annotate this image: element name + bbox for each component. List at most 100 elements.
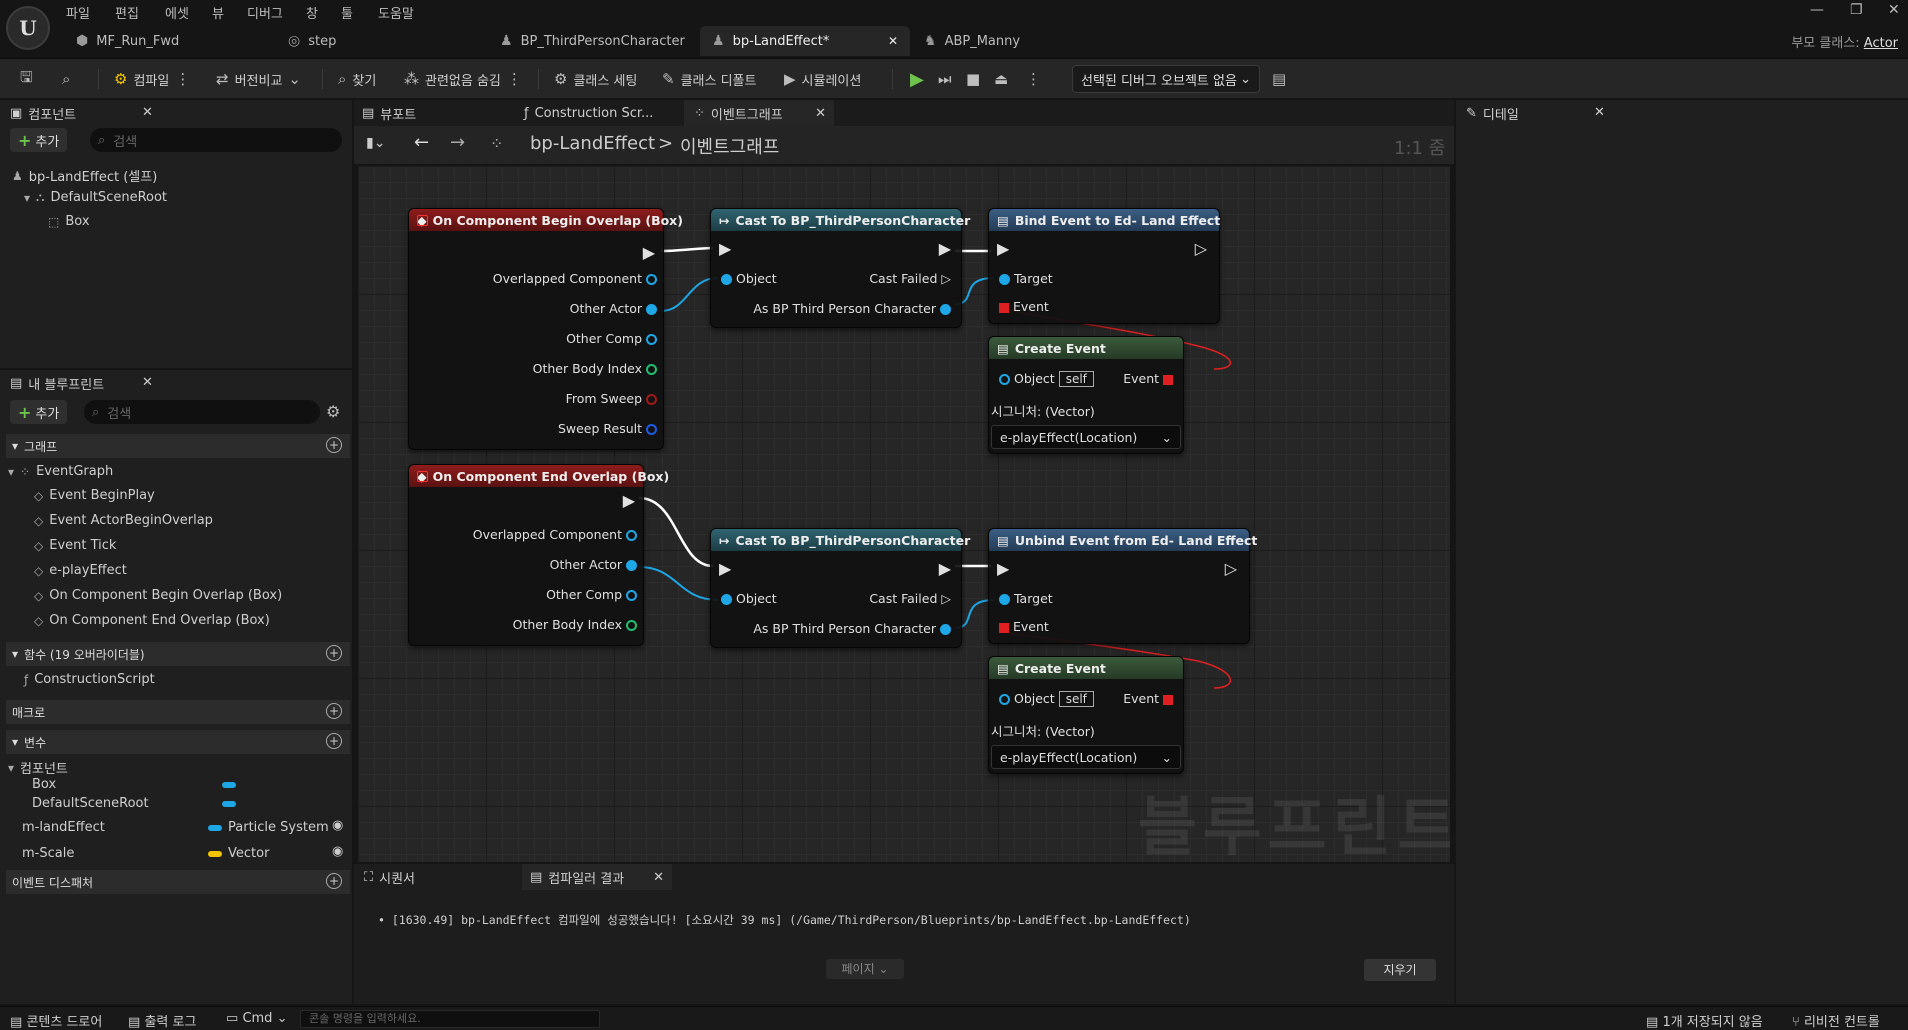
component-root[interactable]: ♟bp-LandEffect (셀프) (12, 166, 157, 186)
tab-abp-manny[interactable]: ♞ABP_Manny (912, 26, 1032, 56)
blueprint-search-input[interactable]: ⌕검색 (84, 400, 320, 424)
pin-overlapped-component[interactable]: Overlapped Component (473, 527, 637, 542)
node-unbind-event[interactable]: ▤Unbind Event from Ed- Land Effect ▶ ▷ T… (988, 528, 1257, 644)
hide-unrelated-button[interactable]: ⁂관련없음 숨김⋮ (398, 67, 528, 91)
tab-viewport[interactable]: ▤뷰포트 (362, 100, 416, 126)
console-input[interactable]: 콘솔 명령을 입력하세요. (300, 1010, 600, 1028)
find-button[interactable]: ⌕찾기 (332, 67, 382, 91)
pin-cast-failed[interactable]: Cast Failed ▷ (869, 271, 951, 286)
macros-section[interactable]: 매크로+ (6, 700, 350, 724)
event-item[interactable]: ◇On Component End Overlap (Box) (34, 613, 270, 628)
close-icon[interactable]: ✕ (653, 869, 664, 885)
dispatchers-section[interactable]: 이벤트 디스패처+ (6, 870, 350, 894)
play-options-button[interactable]: ⋮ (1020, 67, 1047, 91)
pin-event[interactable]: Event (999, 619, 1049, 634)
event-item[interactable]: ◇Event BeginPlay (34, 488, 155, 503)
pin-other-comp[interactable]: Other Comp (566, 331, 657, 346)
forward-arrow-icon[interactable]: → (450, 132, 466, 153)
pin-from-sweep[interactable]: From Sweep (566, 391, 657, 406)
compile-button[interactable]: ⚙컴파일⋮ (108, 67, 196, 91)
components-group[interactable]: ▾컴포넌트 (8, 758, 68, 778)
node-begin-overlap[interactable]: ◆On Component Begin Overlap (Box) ▶ Over… (408, 208, 683, 450)
self-value[interactable]: self (1058, 371, 1094, 387)
stop-button[interactable]: ■ (960, 67, 986, 91)
event-item[interactable]: ◇On Component Begin Overlap (Box) (34, 588, 282, 603)
pin-event-out[interactable]: Event (1123, 371, 1173, 386)
pin-target[interactable]: Target (999, 271, 1053, 286)
tab-step[interactable]: ◎step (276, 26, 348, 56)
clear-button[interactable]: 지우기 (1364, 959, 1436, 981)
menu-view[interactable]: 뷰 (212, 7, 224, 22)
function-select[interactable]: e-playEffect(Location)⌄ (991, 745, 1181, 769)
menu-edit[interactable]: 편집 (115, 7, 139, 22)
tab-bp-thirdpersoncharacter[interactable]: ♟BP_ThirdPersonCharacter (488, 26, 697, 56)
tab-close-icon[interactable]: ✕ (887, 34, 898, 48)
event-graph-item[interactable]: ▾⁘EventGraph (8, 464, 113, 479)
exec-out-pin-icon[interactable]: ▷ (1224, 559, 1237, 578)
add-macro-icon[interactable]: + (326, 703, 342, 719)
exec-out-pin-icon[interactable]: ▶ (938, 239, 951, 258)
add-dispatcher-icon[interactable]: + (326, 873, 342, 889)
function-select[interactable]: e-playEffect(Location)⌄ (991, 425, 1181, 449)
variable-type[interactable]: Vector (228, 846, 270, 861)
close-icon[interactable]: ✕ (1594, 105, 1605, 120)
pin-as-character[interactable]: As BP Third Person Character (753, 301, 951, 316)
breadcrumb-graph[interactable]: 이벤트그래프 (680, 137, 780, 158)
eye-icon[interactable]: ◉ (332, 818, 344, 833)
event-graph-canvas[interactable]: ◆On Component Begin Overlap (Box) ▶ Over… (358, 166, 1450, 862)
eject-button[interactable]: ⏏ (988, 67, 1014, 91)
pin-other-actor[interactable]: Other Actor (570, 301, 657, 316)
menu-debug[interactable]: 디버그 (247, 7, 283, 22)
close-icon[interactable]: ✕ (142, 375, 153, 390)
add-variable-icon[interactable]: + (326, 733, 342, 749)
play-button[interactable]: ▶ (904, 67, 930, 91)
variable-item[interactable]: m-Scale (22, 846, 74, 861)
components-search-input[interactable]: ⌕검색 (90, 128, 342, 152)
unreal-logo-icon[interactable]: U (6, 6, 50, 50)
menu-file[interactable]: 파일 (66, 7, 90, 22)
eye-icon[interactable]: ◉ (332, 844, 344, 859)
pin-overlapped-component[interactable]: Overlapped Component (493, 271, 657, 286)
variable-item[interactable]: DefaultSceneRoot (32, 796, 149, 811)
exec-pin-icon[interactable]: ▶ (622, 491, 635, 510)
node-cast-2[interactable]: ↦Cast To BP_ThirdPersonCharacter ▶ ▶ Obj… (710, 528, 970, 648)
variable-item[interactable]: Box (32, 777, 56, 792)
class-settings-button[interactable]: ⚙클래스 세팅 (548, 67, 643, 91)
step-button[interactable]: ⏭ (932, 67, 958, 91)
node-bind-event[interactable]: ▤Bind Event to Ed- Land Effect ▶ ▷ Targe… (988, 208, 1220, 324)
component-scene-root[interactable]: ▾⛬DefaultSceneRoot (24, 190, 167, 205)
content-drawer-button[interactable]: ▤ 콘텐츠 드로어 (10, 1011, 102, 1030)
menu-window[interactable]: 창 (306, 7, 318, 22)
save-button[interactable]: 🖫 (14, 67, 39, 91)
add-graph-icon[interactable]: + (326, 437, 342, 453)
unsaved-button[interactable]: ▤ 1개 저장되지 않음 (1646, 1011, 1763, 1030)
pin-event[interactable]: Event (999, 299, 1049, 314)
event-item[interactable]: ◇e-playEffect (34, 563, 127, 578)
exec-out-pin-icon[interactable]: ▶ (938, 559, 951, 578)
self-value[interactable]: self (1058, 691, 1094, 707)
node-end-overlap[interactable]: ◆On Component End Overlap (Box) ▶ Overla… (408, 464, 669, 646)
menu-tools[interactable]: 툴 (341, 7, 353, 22)
menu-asset[interactable]: 에셋 (165, 7, 189, 22)
pin-object[interactable]: Object (721, 591, 777, 606)
pin-other-body-index[interactable]: Other Body Index (533, 361, 657, 376)
variable-type[interactable]: Particle System (228, 820, 329, 835)
exec-out-pin-icon[interactable]: ▷ (1194, 239, 1207, 258)
minimize-button[interactable]: — (1810, 2, 1824, 18)
variable-item[interactable]: m-landEffect (22, 820, 105, 835)
exec-pin-icon[interactable]: ▶ (642, 243, 655, 262)
pin-event-out[interactable]: Event (1123, 691, 1173, 706)
bookmark-icon[interactable]: ▮⌄ (366, 135, 386, 151)
exec-in-pin-icon[interactable]: ▶ (997, 239, 1010, 258)
graphs-section[interactable]: ▾그래프+ (6, 434, 350, 458)
page-button[interactable]: 페이지 ⌄ (826, 959, 904, 979)
event-item[interactable]: ◇Event Tick (34, 538, 116, 553)
node-cast-1[interactable]: ↦Cast To BP_ThirdPersonCharacter ▶ ▶ Obj… (710, 208, 970, 328)
class-defaults-button[interactable]: ✎클래스 디폴트 (656, 67, 762, 91)
event-item[interactable]: ◇Event ActorBeginOverlap (34, 513, 213, 528)
functions-section[interactable]: ▾함수 (19 오버라이더블)+ (6, 642, 350, 666)
add-component-button[interactable]: +추가 (10, 128, 68, 152)
